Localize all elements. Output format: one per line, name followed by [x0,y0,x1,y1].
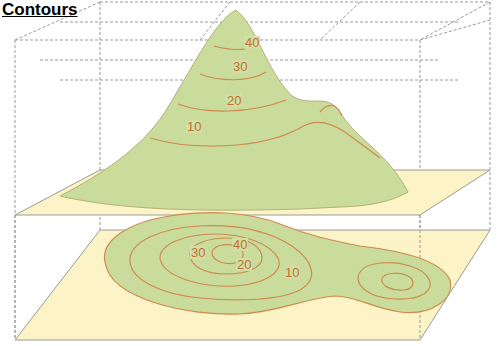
map-contours [130,226,430,300]
contour-height-label: 20 [226,94,242,107]
contour-height-label: 10 [186,120,202,133]
contour-height-label: 10 [284,266,300,279]
contour-height-label: 20 [236,258,252,271]
contour-height-label: 40 [232,238,248,251]
diagram-title: Contours [2,0,78,20]
contour-height-label: 40 [244,36,260,49]
contour-height-label: 30 [190,246,206,259]
mountain-contours [150,44,380,158]
map-outer-contour [104,213,450,314]
wireframe-box [15,2,490,340]
mountain [60,10,408,210]
contour-height-label: 30 [232,60,248,73]
